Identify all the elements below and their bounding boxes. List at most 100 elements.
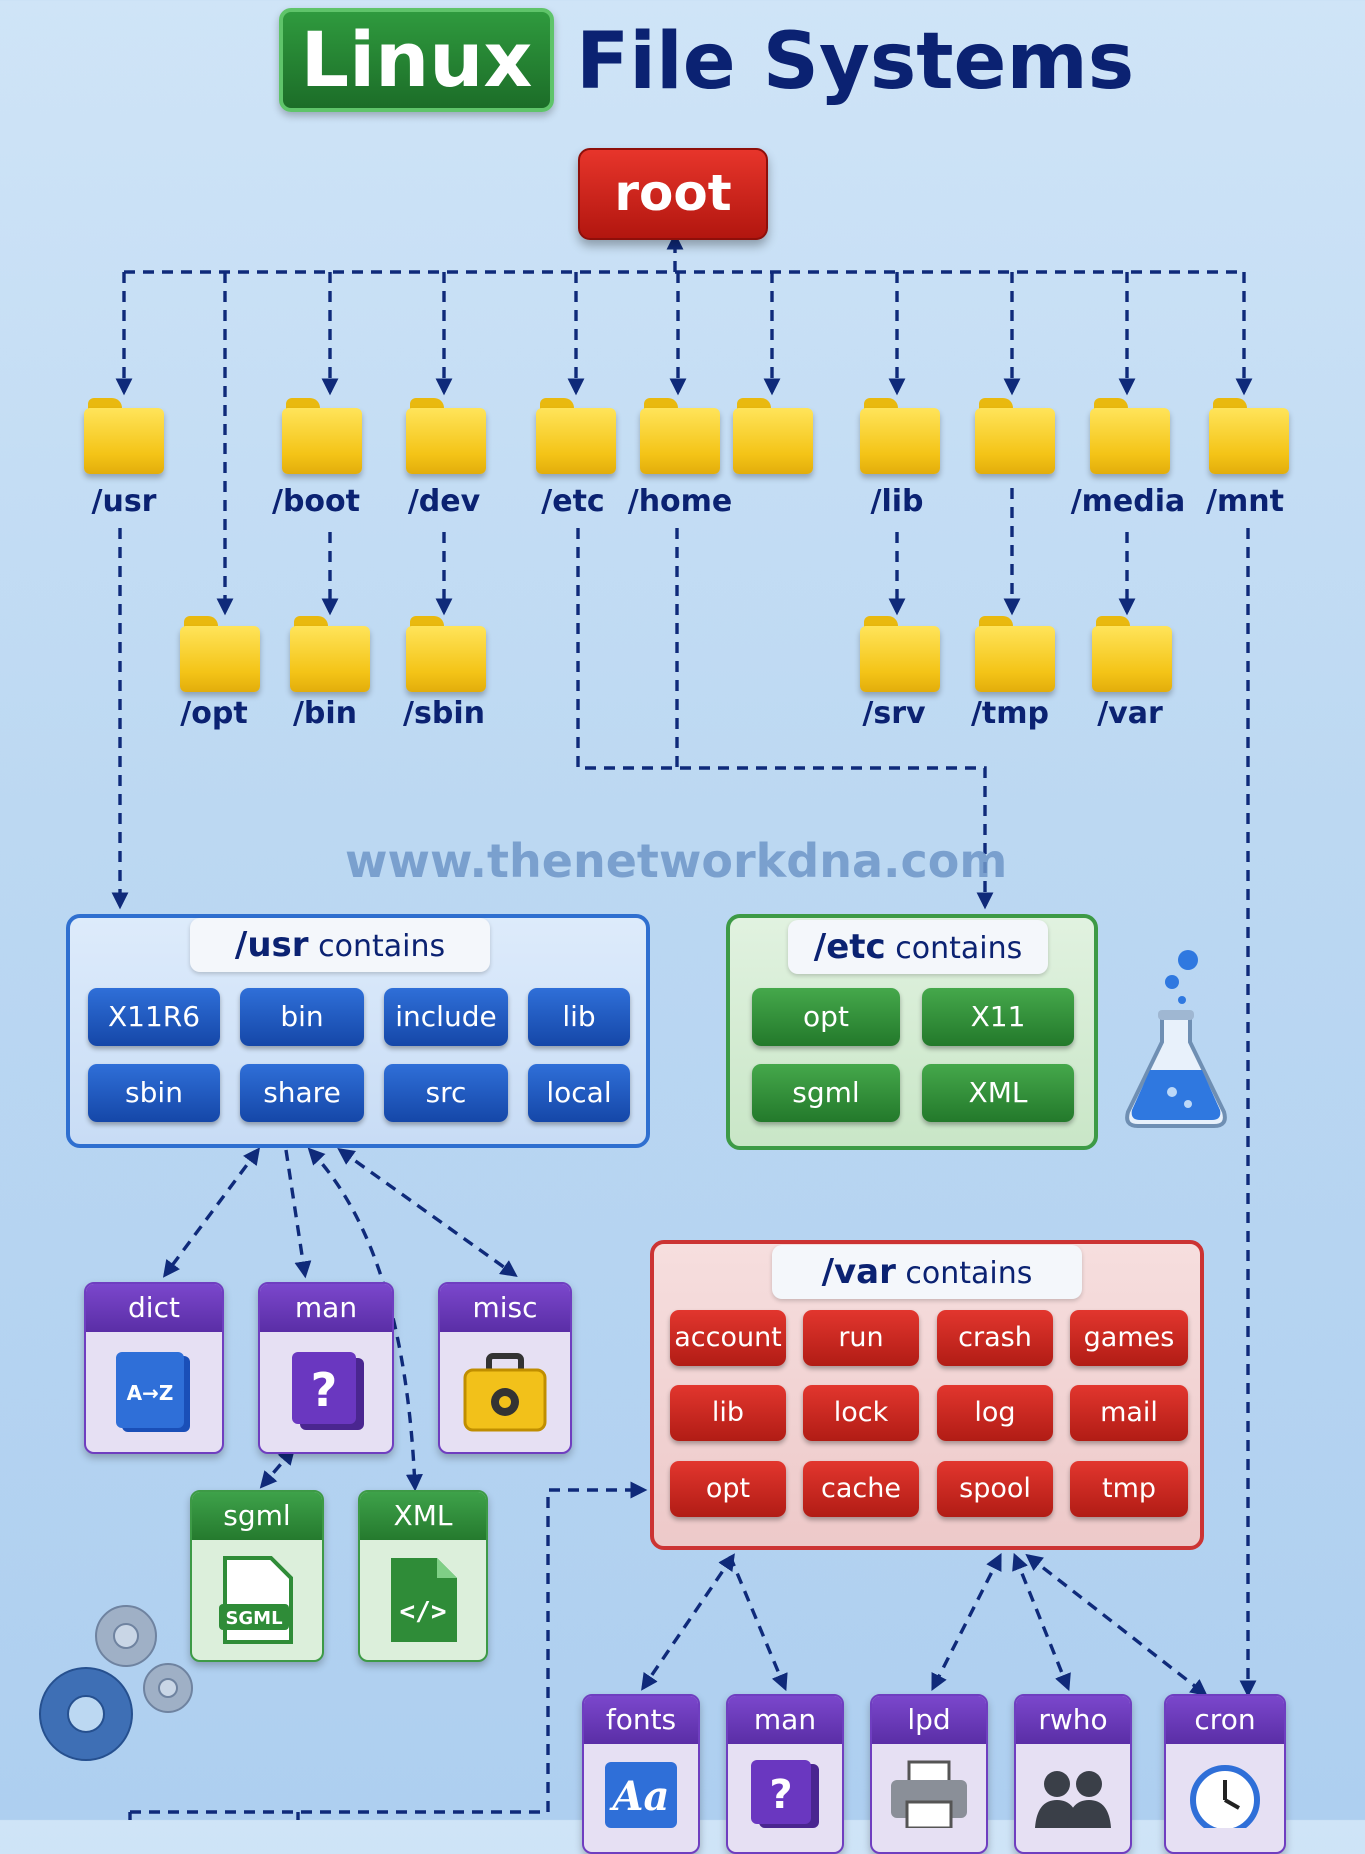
dictionary-icon-text: A→Z (127, 1381, 174, 1405)
card-rwho[interactable]: rwho (1014, 1694, 1132, 1854)
folder-icon[interactable] (406, 616, 486, 692)
folder-label-lib: /lib (870, 484, 924, 519)
folder-label-media: /media (1070, 484, 1186, 519)
var-item-log[interactable]: log (937, 1385, 1053, 1441)
xml-code-document-icon: </> (360, 1554, 486, 1650)
usr-item-share[interactable]: share (240, 1064, 364, 1122)
edge-var-cron (1025, 1553, 1208, 1697)
card-cron[interactable]: cron (1164, 1694, 1286, 1854)
font-icon-text: Aa (609, 1773, 670, 1820)
title-highlight: Linux (279, 8, 554, 112)
folder-label-var: /var (1097, 696, 1163, 731)
flask-icon (1125, 950, 1227, 1128)
folder-icon[interactable] (282, 398, 362, 474)
help-book-icon: ? (260, 1346, 392, 1442)
var-item-tmp[interactable]: tmp (1070, 1461, 1188, 1517)
page-title: File Systems (576, 17, 1135, 107)
folder-label-srv: /srv (862, 696, 926, 731)
card-xml[interactable]: XML </> (358, 1490, 488, 1662)
dictionary-book-icon: A→Z (86, 1346, 222, 1442)
folder-icon[interactable] (640, 398, 720, 474)
sgml-document-icon: SGML (192, 1554, 322, 1650)
card-man[interactable]: man ? (258, 1282, 394, 1454)
help-book-icon: ? (728, 1758, 842, 1832)
usr-item-x11r6[interactable]: X11R6 (88, 988, 220, 1046)
etc-item-x11[interactable]: X11 (922, 988, 1074, 1046)
var-item-spool[interactable]: spool (937, 1461, 1053, 1517)
etc-item-xml[interactable]: XML (922, 1064, 1074, 1122)
var-item-crash[interactable]: crash (937, 1310, 1053, 1366)
folder-icon[interactable] (180, 616, 260, 692)
edge-var-rwho (1012, 1552, 1071, 1692)
folder-icon[interactable] (84, 398, 164, 474)
etc-panel-title: /etc contains (788, 920, 1048, 974)
folder-label-home: /home (627, 484, 733, 519)
edge-etc-down (576, 528, 994, 910)
folder-icon[interactable] (975, 616, 1055, 692)
edge-usr-misc (337, 1148, 518, 1277)
edge-usr-man (284, 1149, 312, 1279)
var-item-mail[interactable]: mail (1070, 1385, 1188, 1441)
folder-icon[interactable] (1209, 398, 1289, 474)
folder-label-tmp: /tmp (970, 696, 1050, 731)
folder-icon[interactable] (1092, 616, 1172, 692)
folder-label-bin: /bin (292, 696, 358, 731)
root-node[interactable]: root (578, 148, 768, 240)
card-sgml[interactable]: sgml SGML (190, 1490, 324, 1662)
var-item-account[interactable]: account (670, 1310, 786, 1366)
usr-item-sbin[interactable]: sbin (88, 1064, 220, 1122)
etc-item-sgml[interactable]: sgml (752, 1064, 900, 1122)
var-item-run[interactable]: run (803, 1310, 919, 1366)
clock-icon (1166, 1758, 1284, 1835)
folder-icon[interactable] (860, 616, 940, 692)
folder-icon[interactable] (1090, 398, 1170, 474)
usr-panel-title: /usr contains (190, 918, 490, 972)
card-var-man-label: man (728, 1696, 842, 1744)
card-dict[interactable]: dict A→Z (84, 1282, 224, 1454)
gears-icon (39, 1605, 193, 1761)
etc-panel-title-suffix: contains (895, 931, 1023, 966)
folder-icon[interactable] (733, 398, 813, 474)
usr-item-lib[interactable]: lib (528, 988, 630, 1046)
var-item-games[interactable]: games (1070, 1310, 1188, 1366)
card-sgml-label: sgml (192, 1492, 322, 1540)
var-panel-title: /var contains (772, 1245, 1082, 1299)
card-lpd-label: lpd (872, 1696, 986, 1744)
var-item-opt[interactable]: opt (670, 1461, 786, 1517)
card-man-label: man (260, 1284, 392, 1332)
folder-label-dev: /dev (407, 484, 481, 519)
usr-item-local[interactable]: local (528, 1064, 630, 1122)
card-var-man[interactable]: man ? (726, 1694, 844, 1854)
sgml-icon-text: SGML (225, 1608, 282, 1629)
etc-item-opt[interactable]: opt (752, 988, 900, 1046)
edge-man-sgml (259, 1447, 296, 1489)
edge-var-man (728, 1555, 788, 1692)
edge-loop-var (130, 1481, 648, 1814)
var-item-lib[interactable]: lib (670, 1385, 786, 1441)
edge-var-lpd (931, 1552, 1002, 1692)
folder-icon[interactable] (975, 398, 1055, 474)
folder-icon[interactable] (860, 398, 940, 474)
folder-icon[interactable] (290, 616, 370, 692)
var-item-cache[interactable]: cache (803, 1461, 919, 1517)
printer-icon (872, 1758, 986, 1832)
card-misc[interactable]: misc (438, 1282, 572, 1454)
folder-label-opt: /opt (180, 696, 248, 731)
usr-item-src[interactable]: src (384, 1064, 508, 1122)
card-lpd[interactable]: lpd (870, 1694, 988, 1854)
watermark: www.thenetworkdna.com (345, 834, 1008, 888)
folder-icon[interactable] (406, 398, 486, 474)
toolbox-icon (440, 1346, 570, 1442)
usr-item-bin[interactable]: bin (240, 988, 364, 1046)
card-xml-label: XML (360, 1492, 486, 1540)
folder-icon[interactable] (536, 398, 616, 474)
var-panel-title-suffix: contains (905, 1256, 1033, 1291)
card-fonts[interactable]: fonts Aa (582, 1694, 700, 1854)
xml-icon-text: </> (400, 1597, 447, 1627)
card-fonts-label: fonts (584, 1696, 698, 1744)
help-icon-text: ? (311, 1363, 338, 1417)
var-item-lock[interactable]: lock (803, 1385, 919, 1441)
usr-panel-title-path: /usr (234, 925, 309, 965)
usr-item-include[interactable]: include (384, 988, 508, 1046)
card-cron-label: cron (1166, 1696, 1284, 1744)
